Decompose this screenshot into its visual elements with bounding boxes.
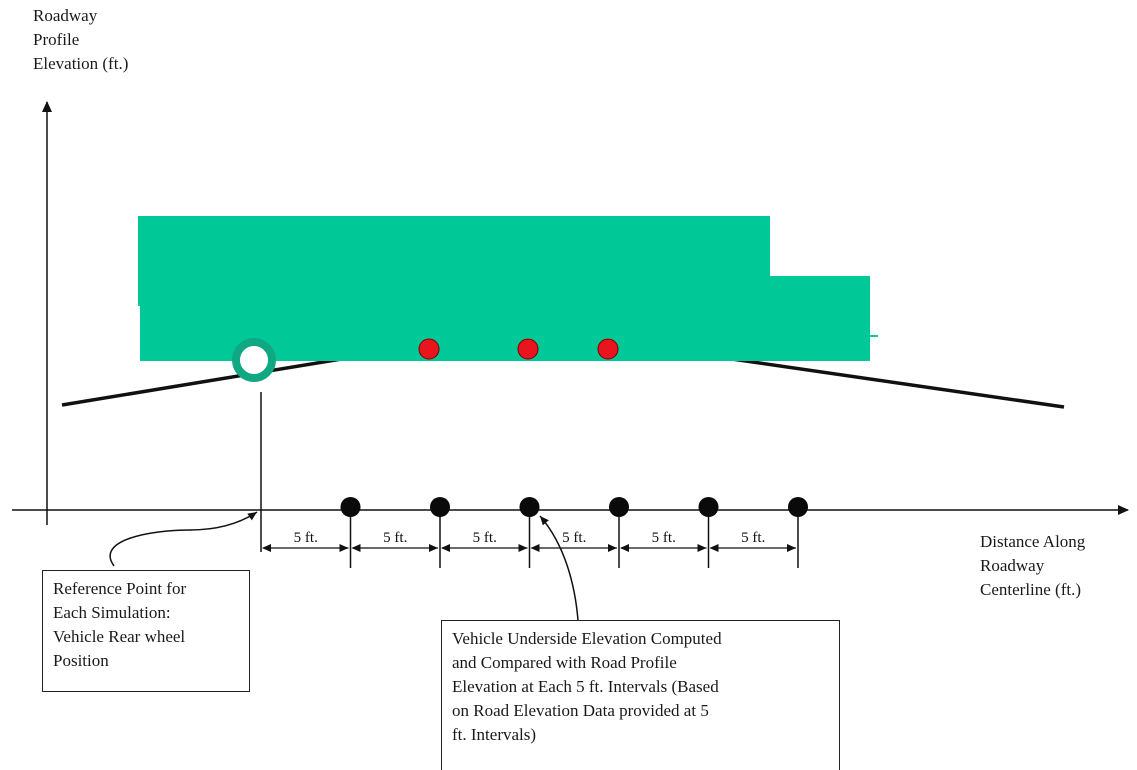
interval-dot xyxy=(698,497,719,517)
interval-dot xyxy=(609,497,629,517)
x-axis-label: Distance Along Roadway Centerline (ft.) xyxy=(980,530,1085,602)
interval-label: 5 ft. xyxy=(652,530,676,546)
y-axis-label-line-1: Roadway xyxy=(33,6,98,25)
y-axis-label-line-2: Profile xyxy=(33,30,80,49)
y-axis-label-line-3: Elevation (ft.) xyxy=(33,54,129,73)
interval-dot xyxy=(430,497,450,517)
computation-note-box: Vehicle Underside Elevation Computed and… xyxy=(441,620,840,770)
computation-box-line-4: on Road Elevation Data provided at 5 xyxy=(452,701,709,720)
interval-markers: 5 ft. 5 ft. 5 ft. 5 ft. 5 ft. 5 ft. xyxy=(262,497,808,568)
interval-label: 5 ft. xyxy=(294,530,318,546)
reference-box-line-2: Each Simulation: xyxy=(53,603,171,622)
reference-box-line-3: Vehicle Rear wheel xyxy=(53,627,186,646)
check-point-marker xyxy=(597,338,619,360)
x-axis-label-line-2: Roadway xyxy=(980,556,1045,575)
vehicle-body xyxy=(138,216,878,361)
computation-leader-curve xyxy=(539,515,579,621)
interval-label: 5 ft. xyxy=(473,530,497,546)
reference-point-box: Reference Point for Each Simulation: Veh… xyxy=(42,570,250,692)
x-axis-label-line-3: Centerline (ft.) xyxy=(980,580,1082,599)
interval-dot xyxy=(788,497,808,517)
y-axis-label: Roadway Profile Elevation (ft.) xyxy=(33,4,128,76)
computation-box-line-2: and Compared with Road Profile xyxy=(452,653,677,672)
rear-wheel-icon xyxy=(232,338,276,382)
check-point-marker xyxy=(418,338,440,360)
x-axis-label-line-1: Distance Along xyxy=(980,532,1086,551)
interval-dot xyxy=(340,497,361,517)
reference-box-line-1: Reference Point for xyxy=(53,579,187,598)
reference-leader-curve xyxy=(109,511,258,567)
computation-box-line-3: Elevation at Each 5 ft. Intervals (Based xyxy=(452,677,719,696)
interval-label: 5 ft. xyxy=(741,530,765,546)
computation-box-line-5: ft. Intervals) xyxy=(452,725,537,744)
road-profile-line xyxy=(61,351,1065,409)
interval-label: 5 ft. xyxy=(562,530,586,546)
check-point-marker xyxy=(517,338,539,360)
interval-label: 5 ft. xyxy=(383,530,407,546)
interval-dot xyxy=(519,497,540,517)
computation-box-line-1: Vehicle Underside Elevation Computed xyxy=(452,629,722,648)
reference-box-line-4: Position xyxy=(53,651,109,670)
